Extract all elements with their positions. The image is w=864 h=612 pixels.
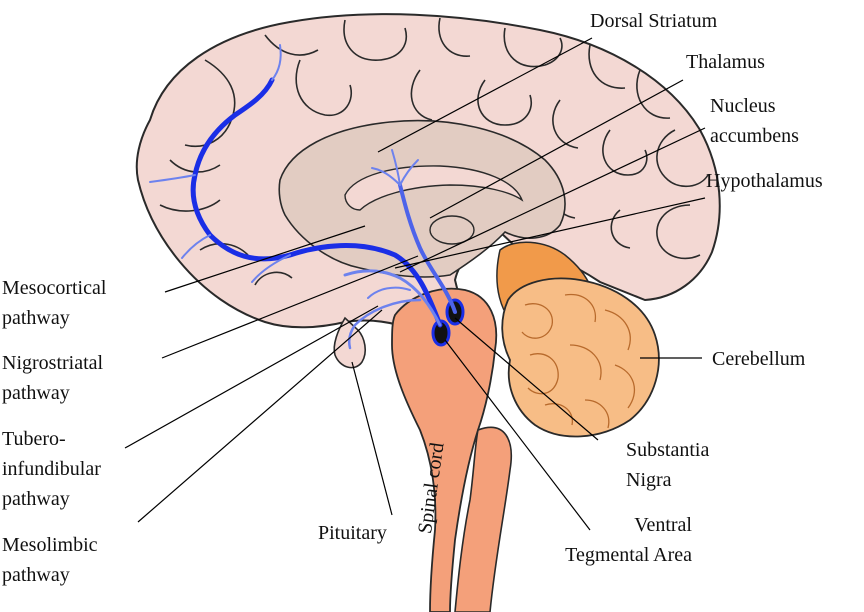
dopamine-pathways xyxy=(149,44,457,350)
label-tuberoinfundibular-line1: Tubero- xyxy=(2,428,66,450)
label-cerebellum: Cerebellum xyxy=(712,348,806,370)
label-dorsal-striatum: Dorsal Striatum xyxy=(590,10,718,32)
label-nucleus-accumbens: Nucleus accumbens xyxy=(710,91,799,151)
label-nigrostriatal-line1: Nigrostriatal xyxy=(2,352,104,374)
mesocortical-path xyxy=(190,77,443,328)
cerebellum-folia xyxy=(521,293,636,429)
tuberoinfundibular-path xyxy=(347,298,422,350)
label-substantia-nigra-line1: Substantia xyxy=(626,439,710,461)
leader-lines xyxy=(124,37,706,531)
label-mesocortical-line2: pathway xyxy=(2,307,70,329)
thalamus-shape xyxy=(429,215,475,245)
label-thalamus: Thalamus xyxy=(686,51,765,73)
nigrostriatal-path xyxy=(398,183,457,314)
mesolimbic-path xyxy=(343,269,442,327)
label-substantia-nigra-line2: Nigra xyxy=(626,469,672,491)
label-mesocortical-pathway: Mesocortical pathway xyxy=(2,273,106,333)
label-nucleus-accumbens-line2: accumbens xyxy=(710,125,799,147)
label-ventral-tegmental-area: Ventral Tegmental Area xyxy=(540,510,692,570)
label-mesolimbic-line2: pathway xyxy=(2,564,70,586)
label-substantia-nigra: Substantia Nigra xyxy=(626,435,709,495)
label-mesolimbic-line1: Mesolimbic xyxy=(2,534,98,556)
label-nucleus-accumbens-line1: Nucleus xyxy=(710,95,776,117)
label-vta-line1: Ventral xyxy=(634,514,692,536)
label-tuberoinfundibular-line2: infundibular xyxy=(2,458,101,480)
label-pituitary: Pituitary xyxy=(318,522,387,544)
label-tuberoinfundibular-line3: pathway xyxy=(2,488,70,510)
label-nigrostriatal-pathway: Nigrostriatal pathway xyxy=(2,348,103,408)
label-hypothalamus: Hypothalamus xyxy=(706,170,823,192)
label-vta-line2: Tegmental Area xyxy=(565,544,692,566)
cerebellum-shape xyxy=(501,277,660,438)
brainstem xyxy=(391,287,498,612)
label-tuberoinfundibular-pathway: Tubero- infundibular pathway xyxy=(2,424,101,514)
label-mesolimbic-pathway: Mesolimbic pathway xyxy=(2,530,98,590)
label-nigrostriatal-line2: pathway xyxy=(2,382,70,404)
label-mesocortical-line1: Mesocortical xyxy=(2,277,107,299)
